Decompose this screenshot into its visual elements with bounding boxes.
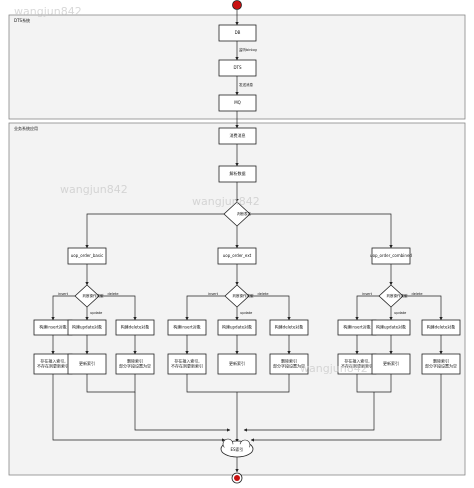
mq-label: MQ (234, 100, 241, 105)
build-node-label: 构建delete对象 (427, 324, 456, 330)
edge-op-insert (51, 295, 75, 321)
dts-lane-title: DTS系统 (14, 17, 30, 23)
edge-label-update: update (90, 311, 102, 315)
edge-label-update: update (394, 311, 406, 315)
build-node-label: 构建insert对象 (39, 324, 66, 330)
edge-col1-merge (86, 374, 136, 393)
start-node (232, 0, 242, 10)
parse-node (218, 165, 257, 183)
parse-label: 解析数据 (230, 170, 246, 176)
edge-label-delete: delete (257, 292, 268, 296)
dts-label: DTS (233, 65, 242, 70)
edge-op-insert (355, 295, 379, 321)
build-node-label: 构建delete对象 (121, 324, 150, 330)
edge-to-combined (250, 213, 393, 249)
action-node-label: 更新索引 (79, 360, 95, 366)
biz-lane-title: 业务系统应用 (14, 125, 38, 131)
es-label: ES索引 (230, 446, 243, 452)
edge-to-basic (85, 213, 224, 249)
edge-op-insert (185, 295, 225, 321)
action-node-label: 删除索引部分字段设置为空 (273, 358, 305, 369)
action-node-label: 删除索引部分字段设置为空 (425, 358, 457, 369)
op-decision-label: 判断操作类型 (83, 293, 104, 298)
action-node-label: 删除索引部分字段设置为空 (119, 358, 151, 369)
edge-label-update: update (240, 311, 252, 315)
edge-label-insert: insert (208, 292, 219, 296)
action-node-label: 更新索引 (383, 360, 399, 366)
edge-col3-right-es (250, 374, 442, 442)
table-node-label: uop_order_ext (223, 253, 252, 258)
db-label: DB (235, 30, 241, 35)
action-node-label: 存在插入索引,不存在则更新索引 (171, 358, 203, 369)
action-node (217, 353, 257, 375)
edge-label-binlog: 监听binlog (239, 47, 257, 52)
build-node-label: 构建update对象 (72, 324, 102, 330)
edge-op-delete (249, 295, 291, 321)
build-node-label: 构建update对象 (222, 324, 252, 330)
edge-col3-es (243, 392, 375, 432)
consume-node (218, 127, 257, 145)
edge-col1-left-es (52, 374, 226, 442)
build-node-label: 构建delete对象 (275, 324, 304, 330)
table-decision-label: 判断表名 (237, 211, 251, 216)
watermark: wangjun842 (192, 195, 260, 208)
action-node-label: 存在插入索引,不存在则更新索引 (341, 358, 373, 369)
op-decision-label: 判断操作类型 (387, 293, 408, 298)
build-node-label: 构建insert对象 (343, 324, 370, 330)
edge-label-delete: delete (107, 292, 118, 296)
edge-col2-merge (186, 374, 290, 393)
edge-op-delete (99, 295, 137, 321)
edge-label-delete: delete (411, 292, 422, 296)
edge-label-insert: insert (58, 292, 69, 296)
table-node-label: uop_order_combined (370, 253, 412, 258)
edge-col1-es (134, 392, 231, 432)
action-node-label: 存在插入索引,不存在则更新索引 (37, 358, 69, 369)
edge-op-delete (403, 295, 443, 321)
build-node-label: 构建insert对象 (173, 324, 200, 330)
op-decision-label: 判断操作类型 (233, 293, 254, 298)
end-node-core (234, 475, 240, 481)
watermark: wangjun842 (14, 5, 82, 18)
es-cloud-fill (223, 444, 251, 456)
edge-label-insert: insert (362, 292, 373, 296)
watermark: wangjun842 (300, 362, 368, 375)
build-node-label: 构建update对象 (376, 324, 406, 330)
consume-label: 消费消息 (230, 132, 246, 138)
action-node-label: 更新索引 (229, 360, 245, 366)
watermark: wangjun842 (60, 183, 128, 196)
table-node-label: uop_order_basic (71, 253, 104, 258)
edge-label-send: 发送消息 (239, 82, 253, 87)
